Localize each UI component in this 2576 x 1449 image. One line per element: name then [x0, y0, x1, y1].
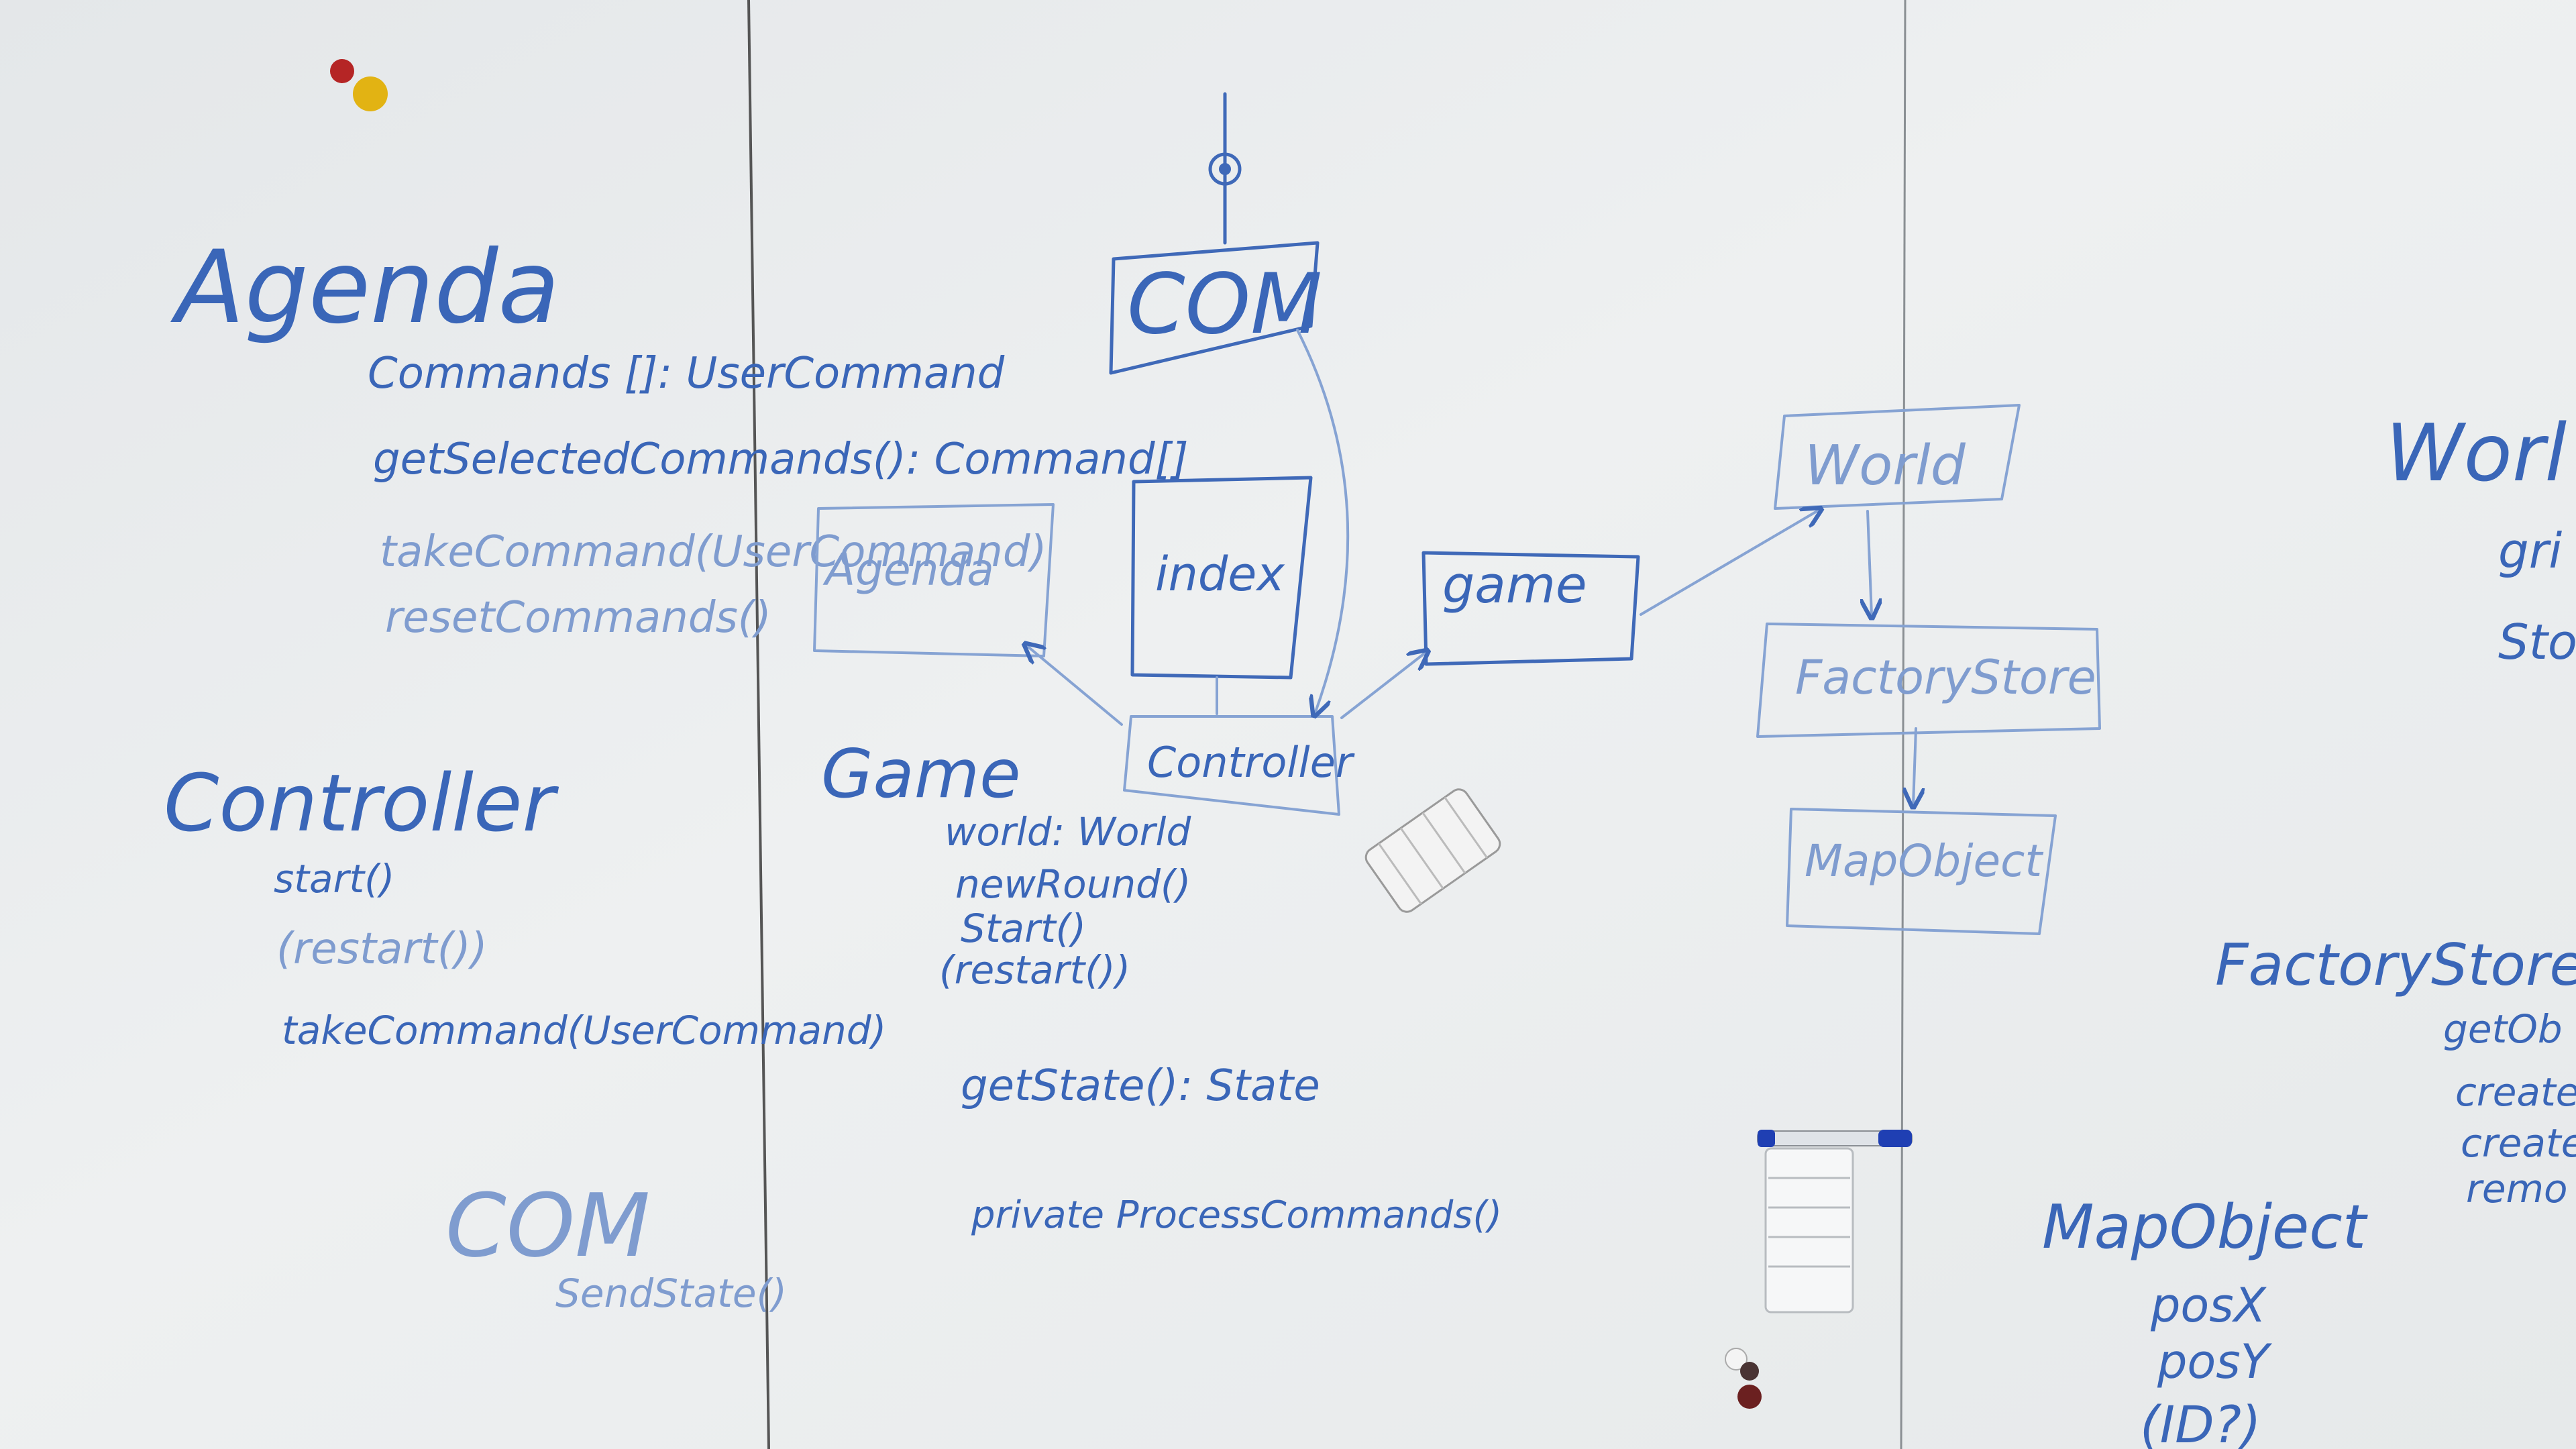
game-box: game [1421, 551, 1640, 666]
game-line-1: world: World [945, 809, 1191, 855]
factorystore-notes-line-4: remo [2466, 1166, 2568, 1212]
com-box: COM [1109, 241, 1322, 375]
dark-magnet-top [1740, 1362, 1759, 1381]
marker-pen [1757, 1130, 1913, 1147]
game-title: Game [821, 735, 1021, 813]
mapobject-notes-line-1: posX [2150, 1278, 2267, 1333]
world-box: World [1774, 404, 2021, 510]
factorystore-box-label: FactoryStore [1795, 650, 2096, 705]
com-title: COM [445, 1175, 650, 1277]
mapobject-notes-title: MapObject [2042, 1192, 2369, 1263]
game-to-world-arrow [1640, 510, 1819, 616]
mapobject-notes-line-2: posY [2157, 1334, 2273, 1389]
game-box-label: game [1442, 555, 1587, 614]
controller-box-label: Controller [1147, 738, 1355, 787]
com-antenna-circle [1208, 152, 1242, 186]
white-magnet [1725, 1348, 1748, 1371]
factorystore-box: FactoryStore [1756, 623, 2101, 738]
agenda-line-1: Commands []: UserCommand [368, 349, 1005, 398]
controller-box: Controller [1123, 715, 1355, 816]
com-antenna-dot [1219, 163, 1231, 175]
panel-seam-left [747, 0, 770, 1449]
com-box-label: COM [1127, 256, 1322, 353]
agenda-line-2: getSelectedCommands(): Command[] [373, 435, 1189, 484]
controller-to-game-arrow [1340, 652, 1426, 719]
com-to-controller-arrow [1296, 329, 1350, 714]
game-line-3: Start() [961, 906, 1086, 951]
world-to-factorystore-arrow [1868, 510, 1872, 616]
game-line-6: private ProcessCommands() [971, 1193, 1502, 1237]
mapobject-box: MapObject [1786, 808, 2057, 935]
com-line-1: SendState() [555, 1271, 787, 1316]
panel-seam-right [1900, 0, 1907, 1449]
world-notes-line-2: Sto [2498, 614, 2576, 670]
agenda-box-label: Agenda [822, 544, 994, 596]
game-line-5: getState(): State [961, 1061, 1320, 1111]
controller-line-2: (restart()) [276, 924, 488, 974]
controller-line-3: takeCommand(UserCommand) [282, 1008, 886, 1053]
factorystore-to-mapobject-arrow [1913, 727, 1916, 805]
controller-title: Controller [164, 757, 559, 849]
factorystore-notes-line-1: getOb [2443, 1006, 2563, 1052]
factorystore-notes-line-2: create [2455, 1069, 2576, 1115]
game-line-4: (restart()) [939, 947, 1130, 993]
red-magnet [330, 59, 354, 83]
agenda-line-4: resetCommands() [385, 593, 771, 643]
game-line-2: newRound() [955, 861, 1191, 907]
world-notes-line-1: gri [2498, 523, 2562, 579]
factorystore-notes-title: FactoryStore [2215, 932, 2576, 999]
dark-magnet-bottom [1737, 1385, 1762, 1409]
whiteboard-eraser [1364, 788, 1501, 913]
index-box: index [1130, 476, 1313, 680]
yellow-magnet [353, 76, 388, 111]
controller-to-agenda-arrow [1026, 645, 1123, 726]
factorystore-notes-line-3: create [2461, 1120, 2576, 1166]
agenda-line-3: takeCommand(UserCommand) [380, 527, 1046, 577]
mapobject-box-label: MapObject [1805, 835, 2043, 887]
world-notes-title: Worl [2385, 407, 2567, 499]
controller-line-1: start() [274, 856, 394, 902]
mapobject-notes-line-3: (ID?) [2140, 1395, 2261, 1449]
marker-holder [1764, 1147, 1854, 1313]
agenda-title: Agenda [170, 229, 559, 346]
index-box-label: index [1155, 547, 1285, 602]
world-box-label: World [1805, 434, 1966, 498]
